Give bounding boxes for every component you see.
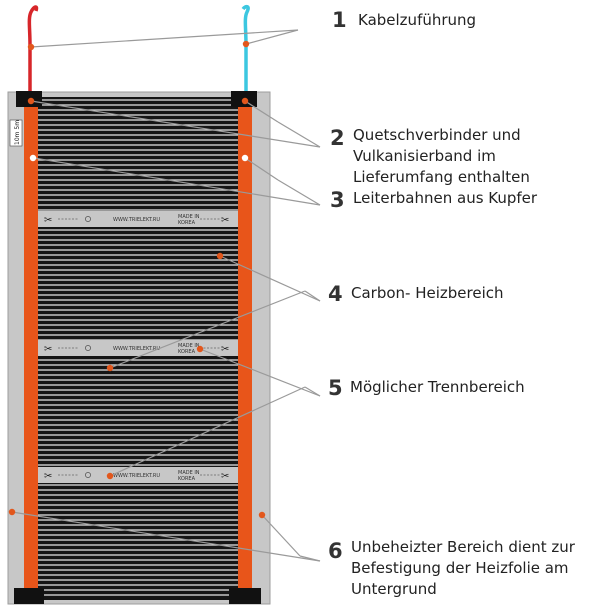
- copyright-icon: [85, 345, 91, 351]
- leader-line: [109, 386, 306, 477]
- caption-text: Carbon- Heizbereich: [351, 284, 504, 302]
- callout-dot: [196, 345, 204, 353]
- red-supply-wire: [27, 5, 39, 98]
- leader-line: [304, 386, 321, 397]
- scissors-icon: ✂: [221, 215, 229, 226]
- caption-2: 2 Quetschverbinder und Vulkanisierband i…: [330, 126, 530, 186]
- leader-line: [244, 157, 279, 181]
- strip-made-in: MADE IN: [178, 470, 200, 476]
- leader-line: [304, 290, 321, 302]
- callout-dot: [216, 252, 224, 260]
- caption-number: 2: [330, 126, 345, 150]
- scissors-icon: ✂: [221, 344, 229, 355]
- leader-line: [277, 121, 321, 148]
- cyan-supply-wire: [241, 4, 250, 98]
- callout-dot: [29, 154, 37, 162]
- callout-dot: [258, 511, 266, 519]
- copyright-icon: [85, 216, 91, 222]
- strip-made-in: KOREA: [178, 476, 196, 482]
- caption-number: 5: [328, 376, 343, 400]
- caption-6: 6 Unbeheizter Bereich dient zur Befestig…: [328, 538, 576, 598]
- caption-3: 3 Leiterbahnen aus Kupfer: [330, 188, 538, 212]
- leader-line: [109, 290, 306, 369]
- leader-line: [219, 255, 321, 302]
- scissors-icon: ✂: [221, 471, 229, 482]
- copyright-icon: [85, 472, 91, 478]
- left-copper-busbar: [24, 97, 38, 600]
- leader-line: [11, 511, 321, 562]
- caption-1: 1 Kabelzuführung: [332, 8, 476, 32]
- caption-number: 3: [330, 188, 345, 212]
- scissors-icon: ✂: [44, 471, 52, 482]
- crimp-connector-bottom-left: [14, 588, 44, 604]
- leader-line: [245, 29, 299, 45]
- right-copper-busbar: [238, 97, 252, 600]
- leader-lines: [11, 29, 321, 562]
- strip-url: WWW.TRIELEKT.RU: [113, 217, 160, 223]
- callout-dot: [241, 154, 249, 162]
- callout-dot: [106, 472, 114, 480]
- caption-text: Quetschverbinder und: [353, 126, 521, 144]
- caption-text: Befestigung der Heizfolie am: [351, 559, 569, 577]
- caption-text: Vulkanisierband im: [353, 147, 496, 165]
- film-side-label: 10m 5m: [9, 119, 23, 147]
- callout-dot: [106, 364, 114, 372]
- caption-text: Lieferumfang enthalten: [353, 168, 530, 186]
- strip-made-in: KOREA: [178, 220, 196, 226]
- callout-dot: [27, 97, 35, 105]
- strip-made-in: MADE IN: [178, 343, 200, 349]
- caption-number: 6: [328, 539, 343, 563]
- callout-dot: [242, 40, 250, 48]
- crimp-connector-bottom-right: [229, 588, 261, 604]
- caption-text: Möglicher Trennbereich: [350, 378, 525, 396]
- strip-url: WWW.TRIELEKT.RU: [113, 473, 160, 479]
- caption-text: Untergrund: [351, 580, 437, 598]
- caption-number: 1: [332, 8, 347, 32]
- strip-made-in: MADE IN: [178, 214, 200, 220]
- leader-line: [299, 555, 321, 562]
- svg-text:10m 5m: 10m 5m: [14, 120, 21, 145]
- leader-line: [199, 348, 321, 397]
- strip-url: WWW.TRIELEKT.RU: [113, 346, 160, 352]
- callout-dot: [27, 43, 35, 51]
- caption-text: Leiterbahnen aus Kupfer: [353, 189, 538, 207]
- leader-line: [277, 179, 321, 206]
- caption-text: Kabelzuführung: [358, 11, 476, 29]
- scissors-icon: ✂: [44, 344, 52, 355]
- caption-4: 4 Carbon- Heizbereich: [328, 282, 504, 306]
- leader-line: [244, 100, 279, 123]
- scissors-icon: ✂: [44, 215, 52, 226]
- leader-line: [30, 29, 299, 48]
- callout-dot: [8, 508, 16, 516]
- callout-markers: [8, 40, 266, 519]
- strip-made-in: KOREA: [178, 349, 196, 355]
- callout-dot: [241, 97, 249, 105]
- leader-line: [261, 514, 301, 557]
- caption-text: Unbeheizter Bereich dient zur: [351, 538, 576, 556]
- leader-line: [30, 100, 321, 148]
- caption-5: 5 Möglicher Trennbereich: [328, 376, 525, 400]
- caption-number: 4: [328, 282, 343, 306]
- leader-line: [33, 157, 321, 206]
